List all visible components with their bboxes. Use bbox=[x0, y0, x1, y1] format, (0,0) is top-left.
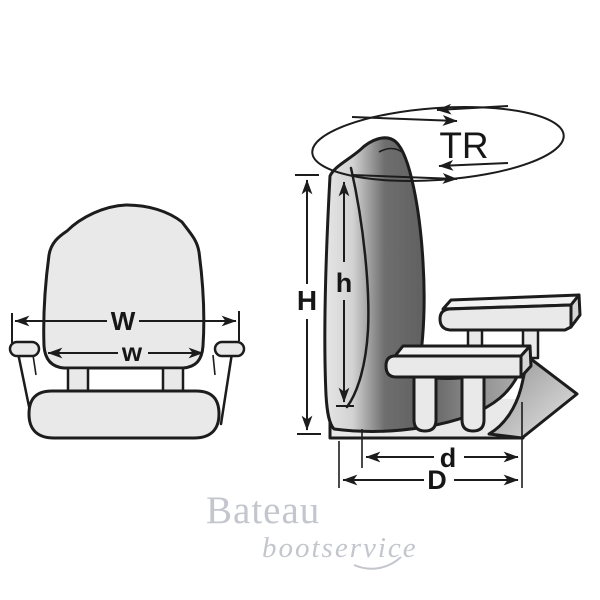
side-backrest-edge-curve bbox=[345, 166, 370, 409]
front-seat-bottom bbox=[27, 389, 221, 440]
side-view: TR H h d D bbox=[295, 103, 582, 495]
dimension-overall-width: W bbox=[11, 306, 240, 343]
side-seat-leg-rear bbox=[460, 370, 486, 433]
swivel-arrow-bottom-left bbox=[438, 159, 509, 171]
label-swivel: TR bbox=[439, 125, 488, 166]
label-seat-depth: d bbox=[440, 443, 457, 473]
dimension-seat-width: w bbox=[47, 337, 204, 367]
label-seat-width: w bbox=[121, 337, 143, 367]
swivel-ellipse bbox=[311, 106, 565, 182]
side-backrest-top-fold bbox=[378, 147, 403, 153]
side-seat-leg-front bbox=[412, 370, 438, 433]
swivel-arrow-bottom-right bbox=[351, 173, 458, 184]
dimension-overall-height: H bbox=[295, 174, 321, 435]
front-armrest-left bbox=[8, 340, 41, 358]
dimension-seat-depth: d bbox=[361, 402, 523, 488]
front-view: W w bbox=[8, 203, 246, 440]
front-armrest-leg-left-inner bbox=[32, 354, 37, 376]
front-armrest-leg-right-inner bbox=[212, 354, 216, 376]
swivel-arrow-top-left bbox=[436, 103, 509, 115]
side-seat-front-face bbox=[384, 354, 523, 379]
watermark-tagline-text: bootservice bbox=[262, 532, 418, 564]
label-overall-depth: D bbox=[427, 465, 447, 495]
front-armrest-leg-right-outer bbox=[219, 351, 234, 426]
swivel-arrow-top-right bbox=[351, 115, 458, 126]
watermark: Bateau bootservice bbox=[206, 489, 418, 570]
watermark-swoosh bbox=[353, 556, 402, 570]
side-armrest-front-face bbox=[438, 303, 573, 332]
swivel-indicator: TR bbox=[311, 103, 565, 184]
label-overall-width: W bbox=[111, 306, 136, 336]
label-overall-height: H bbox=[297, 285, 317, 316]
watermark-brand-text: Bateau bbox=[206, 489, 320, 532]
front-seat-back bbox=[42, 203, 206, 370]
dimension-overall-depth: D bbox=[338, 441, 519, 495]
label-backrest-height: h bbox=[336, 268, 353, 298]
dimension-backrest-height: h bbox=[336, 181, 354, 407]
front-armrest-right bbox=[213, 340, 246, 358]
